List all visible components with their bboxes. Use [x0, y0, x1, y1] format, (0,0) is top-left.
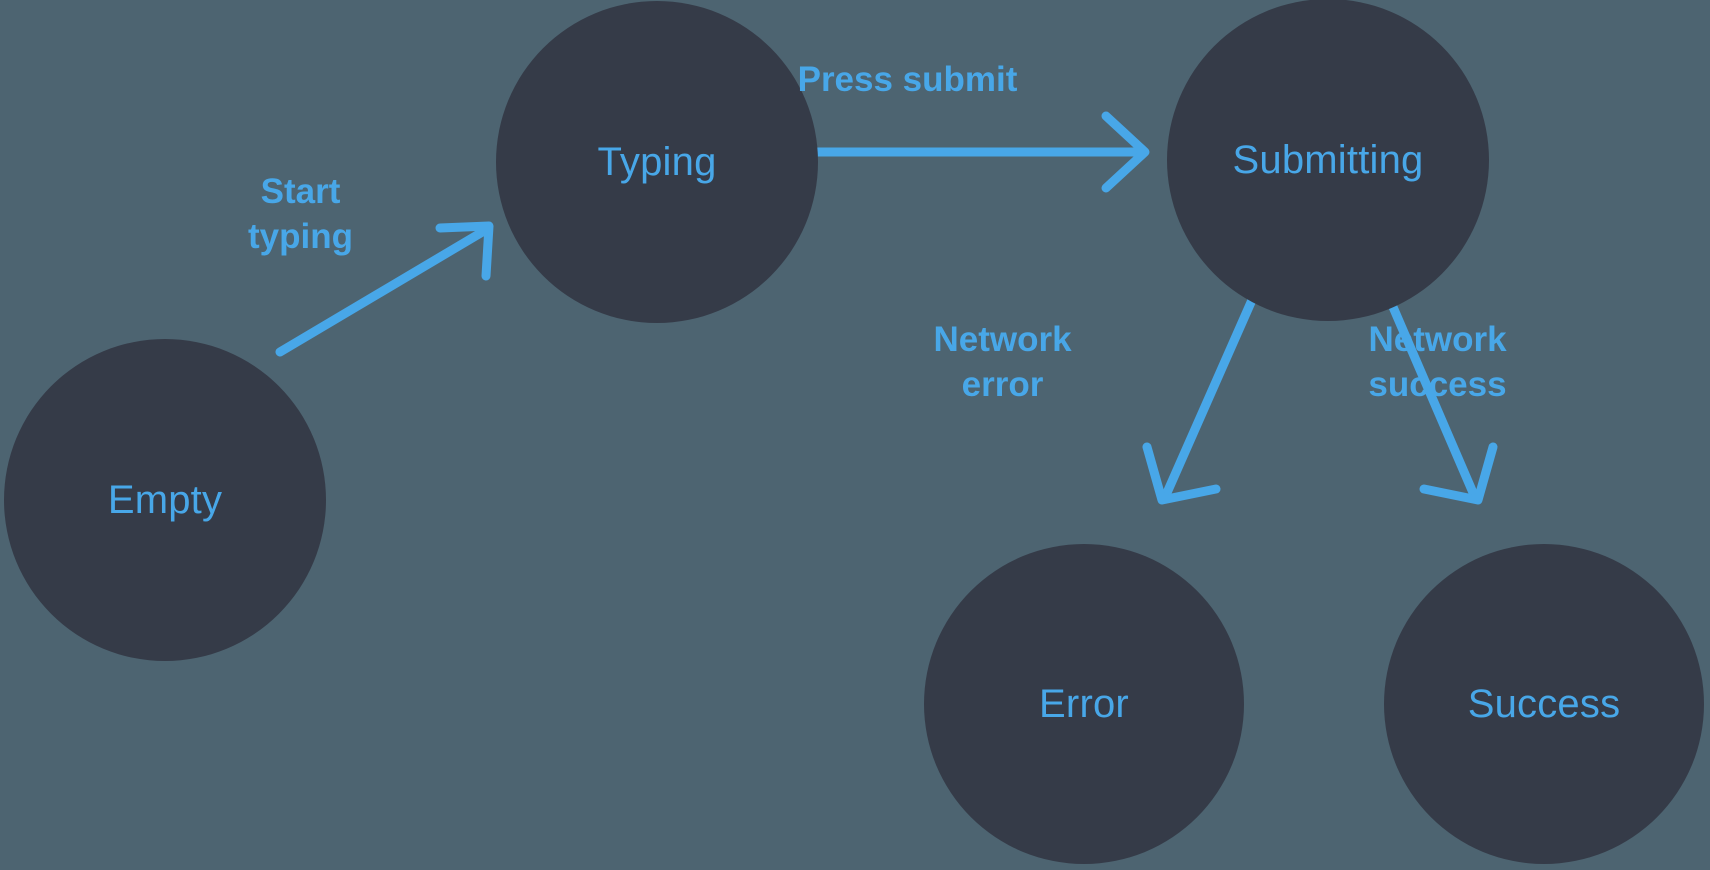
edge-typing-to-submitting-arrowhead	[1101, 111, 1150, 193]
edge-submitting-to-success	[1385, 295, 1498, 505]
edge-submitting-to-error-arrowhead	[1142, 442, 1221, 505]
edge-submitting-to-error	[1142, 295, 1257, 505]
edge-typing-to-submitting	[760, 111, 1150, 193]
edge-label-start-typing: Start typing	[248, 172, 353, 256]
edge-label-network-success: Network success	[1368, 320, 1507, 404]
edge-submitting-to-success-line	[1385, 295, 1479, 500]
state-node-submitting[interactable]: Submitting	[1167, 0, 1489, 321]
state-node-typing[interactable]: Typing	[496, 1, 818, 323]
edge-label-press-submit: Press submit	[797, 60, 1018, 99]
edge-empty-to-typing	[275, 221, 494, 357]
edge-submitting-to-error-line	[1161, 295, 1257, 500]
state-node-error-label: Error	[1039, 682, 1129, 726]
state-node-empty[interactable]: Empty	[4, 339, 326, 661]
edge-empty-to-typing-arrowhead	[435, 221, 494, 281]
state-node-success-label: Success	[1467, 682, 1621, 726]
edge-submitting-to-success-arrowhead	[1419, 442, 1498, 505]
edge-label-network-error: Network error	[933, 320, 1072, 404]
edge-empty-to-typing-line	[275, 226, 489, 357]
state-node-submitting-label: Submitting	[1232, 138, 1424, 182]
state-node-error[interactable]: Error	[924, 544, 1244, 864]
state-node-typing-label: Typing	[597, 140, 717, 184]
state-node-success[interactable]: Success	[1384, 544, 1704, 864]
state-node-empty-label: Empty	[107, 478, 223, 522]
